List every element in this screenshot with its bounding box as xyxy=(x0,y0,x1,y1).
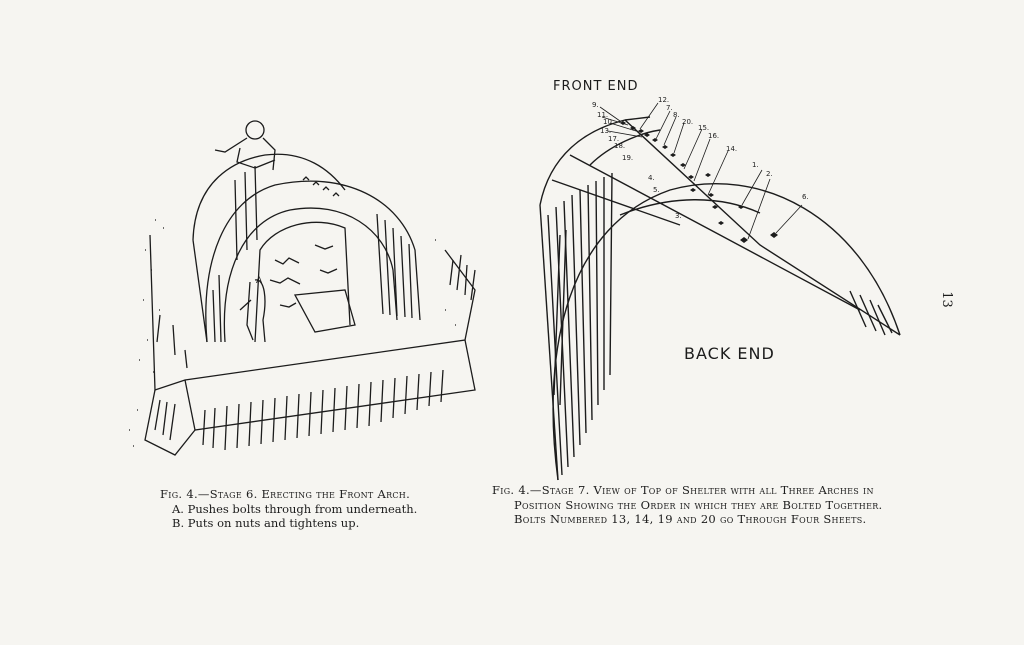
bolt-12: 12. xyxy=(658,96,669,104)
page-number: 13 xyxy=(938,291,954,308)
bolt-16: 16. xyxy=(708,132,719,140)
bolt-5: 5. xyxy=(653,186,660,194)
bolt-1: 1. xyxy=(752,161,759,169)
shelter-top-view-illustration: 9. 12. 11. 7. 8. 10. 13. 20. 15. 17. 18.… xyxy=(539,96,901,481)
bolt-11: 11. xyxy=(597,111,608,119)
bolt-4: 4. xyxy=(648,174,655,182)
caption-right-line-2: Position Showing the Order in which they… xyxy=(514,497,883,512)
bolt-20: 20. xyxy=(682,118,693,126)
bolt-10: 10. xyxy=(603,118,614,126)
bolt-9: 9. xyxy=(592,101,599,109)
bolt-13: 13. xyxy=(600,127,611,135)
back-end-label: BACK END xyxy=(684,344,775,363)
marker-a-label: A xyxy=(256,276,263,286)
bolt-18: 18. xyxy=(614,142,625,150)
caption-right-line-3: Bolts Numbered 13, 14, 19 and 20 go Thro… xyxy=(514,512,867,526)
bolt-15: 15. xyxy=(698,124,709,132)
figure-right-caption: Fig. 4.—Stage 7. View of Top of Shelter … xyxy=(492,483,962,527)
bolt-3: 3. xyxy=(675,212,682,220)
bolt-17: 17. xyxy=(608,135,619,143)
bolt-8: 8. xyxy=(673,111,680,119)
caption-right-line-1: Fig. 4.—Stage 7. View of Top of Shelter … xyxy=(492,483,874,497)
caption-left-line-b: B. Puts on nuts and tightens up. xyxy=(172,516,360,530)
bolt-7: 7. xyxy=(666,104,673,112)
bolt-2: 2. xyxy=(766,170,773,178)
bolt-19: 19. xyxy=(622,154,633,162)
bolt-14: 14. xyxy=(726,145,737,153)
bolt-number-labels: 9. 12. 11. 7. 8. 10. 13. 20. 15. 17. 18.… xyxy=(592,96,809,220)
front-end-label: FRONT END xyxy=(553,79,639,94)
caption-left-title: Fig. 4.—Stage 6. Erecting the Front Arch… xyxy=(160,487,411,501)
bolt-6: 6. xyxy=(802,193,809,201)
shelter-erection-illustration xyxy=(129,120,476,456)
figure-left-caption: Fig. 4.—Stage 6. Erecting the Front Arch… xyxy=(160,487,480,531)
caption-left-line-a: A. Pushes bolts through from underneath. xyxy=(172,501,418,516)
